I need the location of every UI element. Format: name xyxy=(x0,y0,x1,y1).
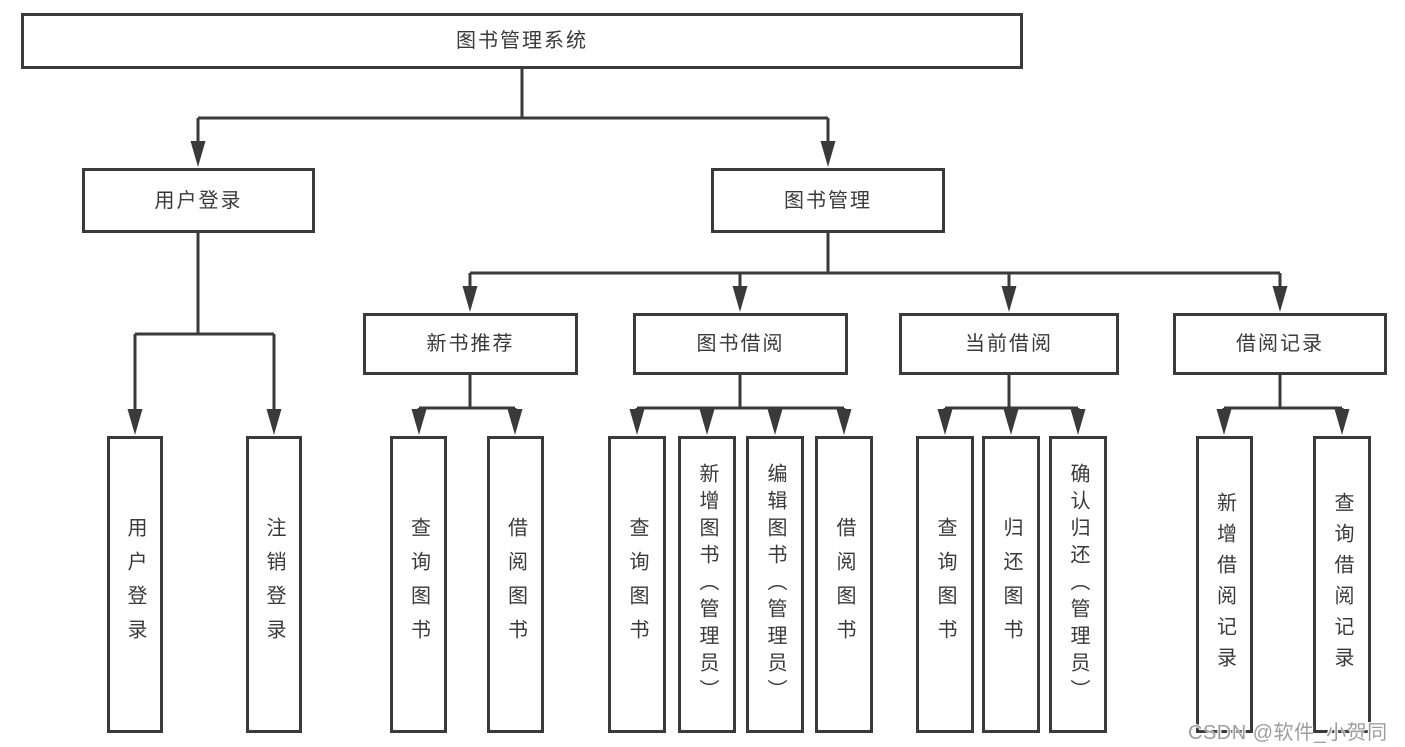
leaf-return-book: 归还图书 xyxy=(982,436,1040,733)
leaf-query-borrow-record: 查询借阅记录 xyxy=(1313,436,1371,733)
leaf-edit-book-admin: 编辑图书（管理员） xyxy=(746,436,804,733)
node-root-system: 图书管理系统 xyxy=(21,13,1023,69)
node-borrow-records: 借阅记录 xyxy=(1173,313,1387,375)
leaf-confirm-return-admin: 确认归还（管理员） xyxy=(1049,436,1107,733)
leaf-borrow-query-book: 查询图书 xyxy=(608,436,666,733)
node-book-management-branch: 图书管理 xyxy=(711,168,945,233)
node-new-book-recommend: 新书推荐 xyxy=(363,313,578,375)
leaf-current-query-book: 查询图书 xyxy=(916,436,974,733)
leaf-borrow-book: 借阅图书 xyxy=(815,436,873,733)
leaf-logout: 注销登录 xyxy=(246,436,302,733)
csdn-watermark: CSDN @软件_小贺同学 xyxy=(1188,722,1388,744)
arrowhead-icons xyxy=(127,141,1350,435)
leaf-user-login: 用户登录 xyxy=(107,436,163,733)
node-book-borrow: 图书借阅 xyxy=(633,313,848,375)
leaf-recommend-borrow-book: 借阅图书 xyxy=(487,436,544,733)
leaf-recommend-query-book: 查询图书 xyxy=(390,436,447,733)
leaf-add-borrow-record: 新增借阅记录 xyxy=(1196,436,1253,733)
node-user-login-branch: 用户登录 xyxy=(82,168,315,233)
leaf-add-book-admin: 新增图书（管理员） xyxy=(678,436,736,733)
node-current-borrow: 当前借阅 xyxy=(899,313,1119,375)
